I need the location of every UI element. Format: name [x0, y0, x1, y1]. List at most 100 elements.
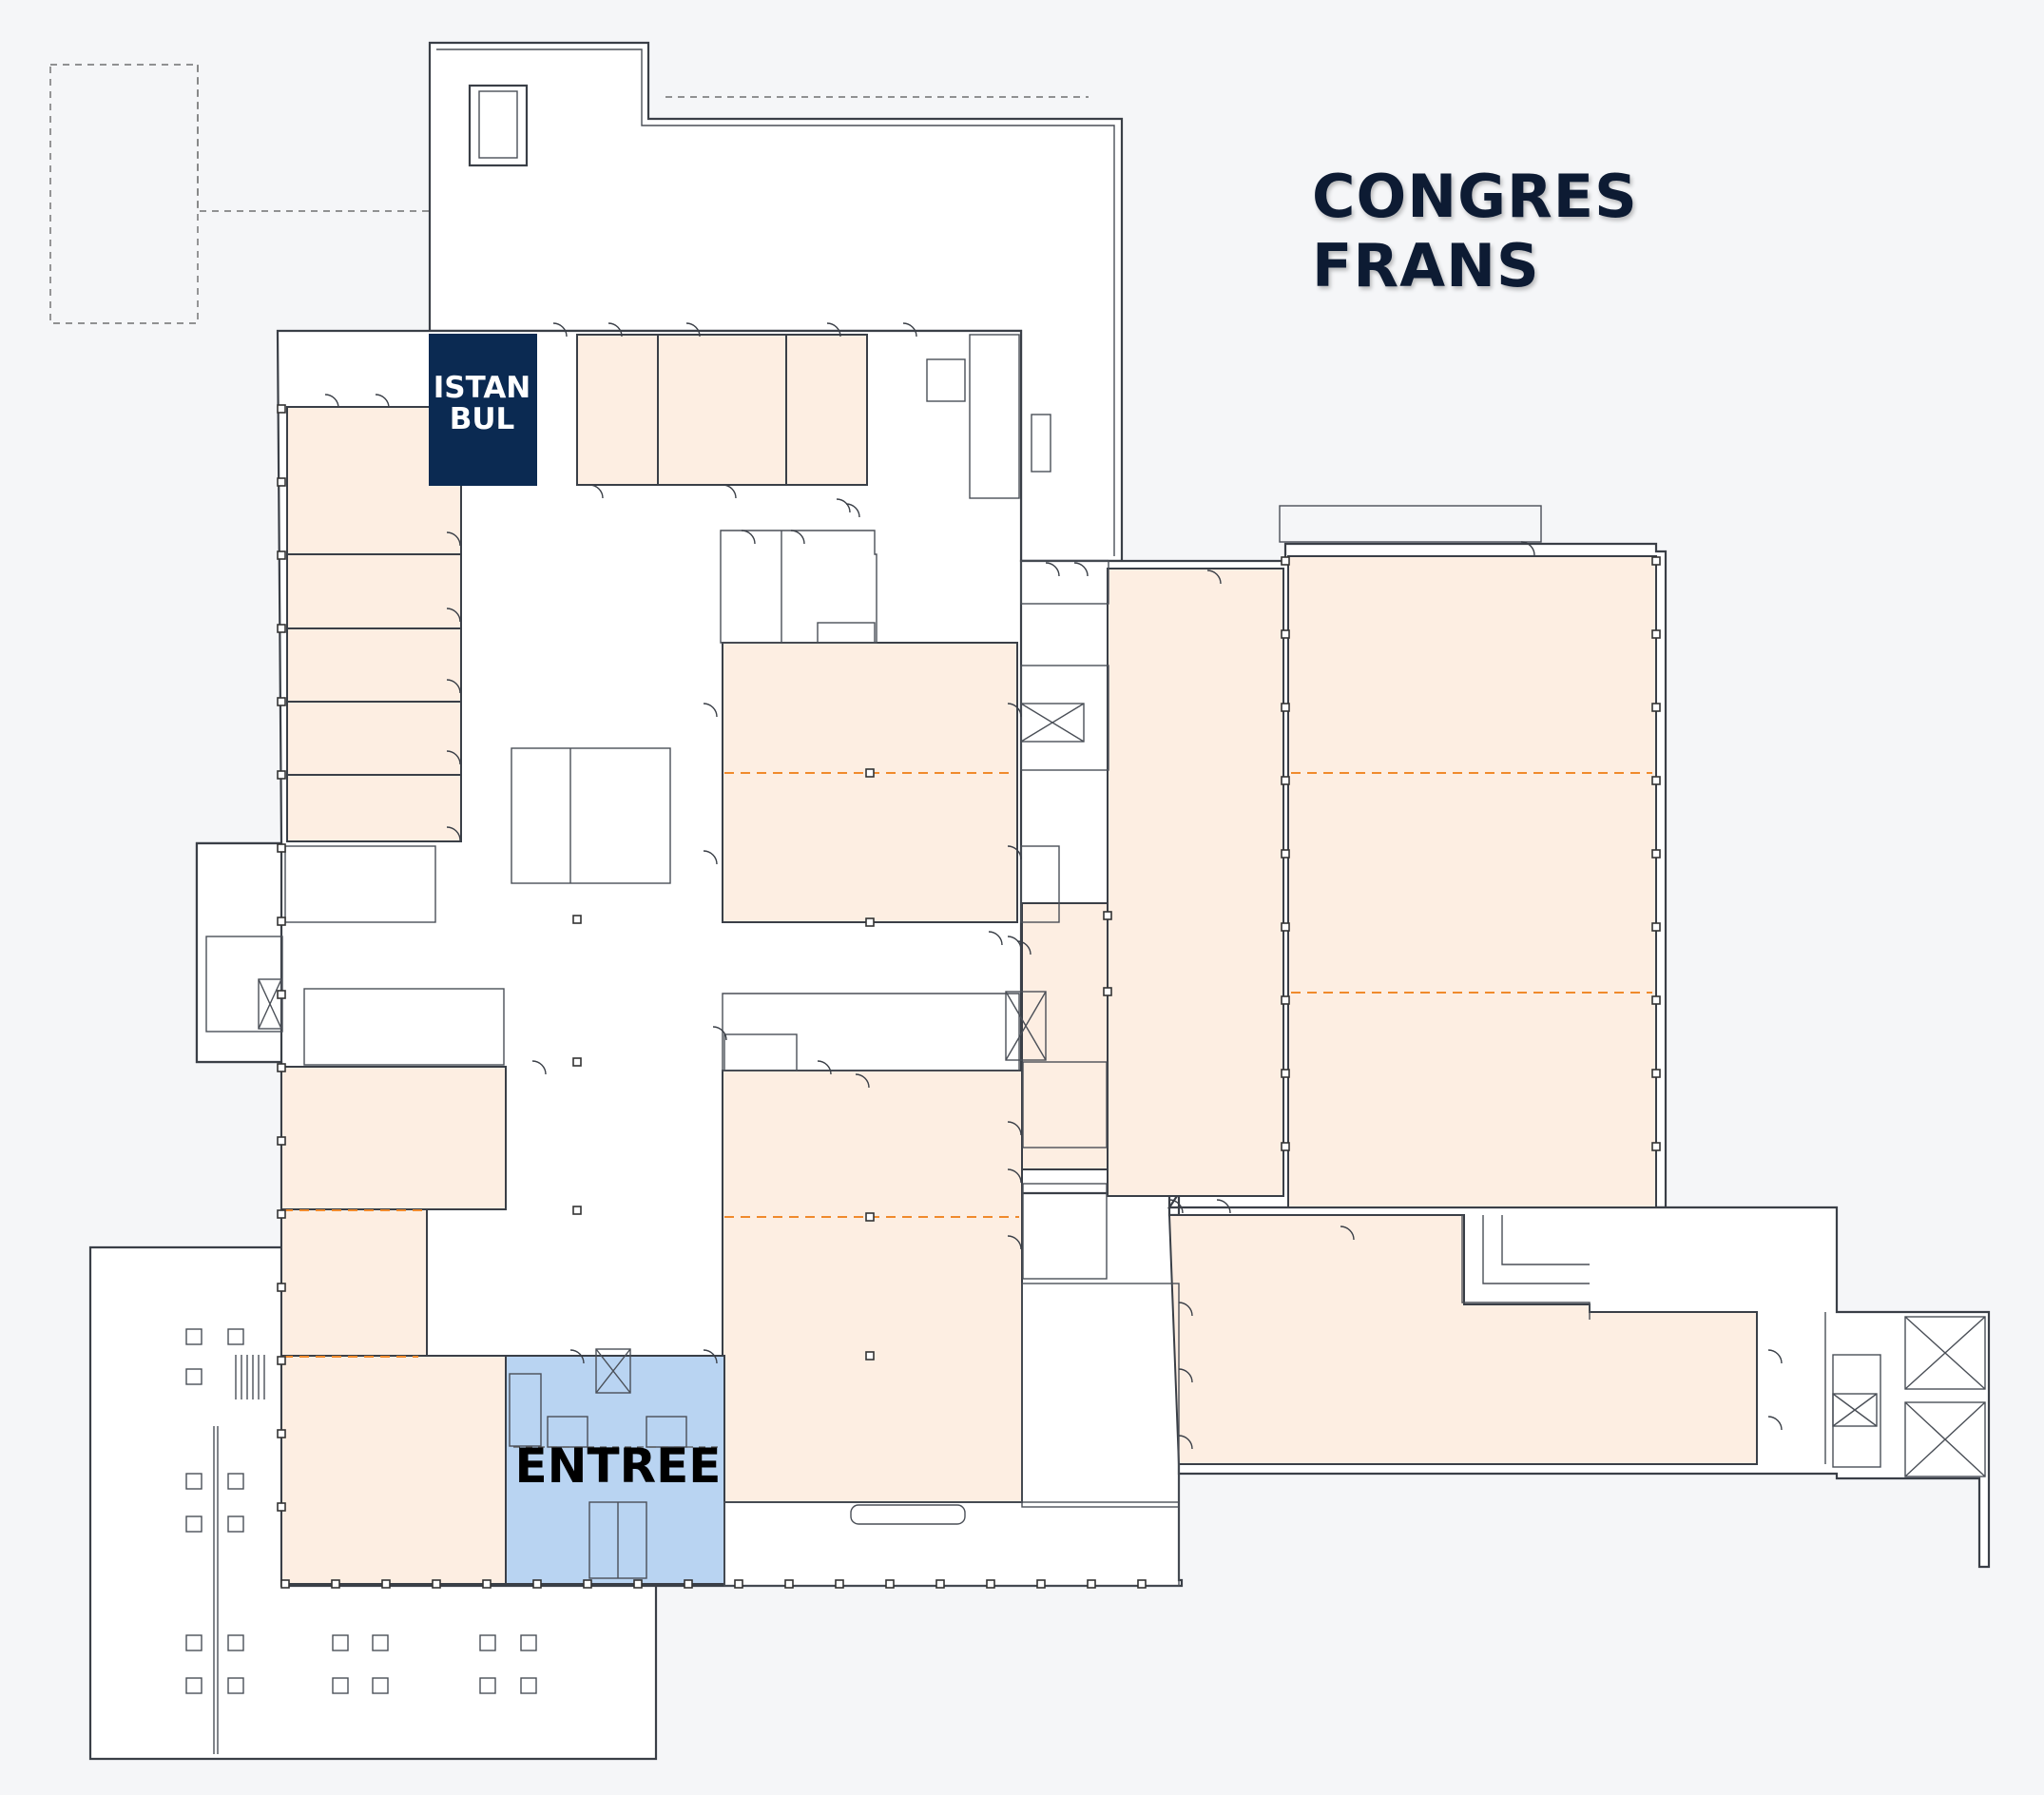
door-swing	[988, 931, 1003, 946]
door-swing	[1206, 569, 1222, 585]
column	[1281, 995, 1290, 1005]
column	[331, 1579, 340, 1589]
door-swing	[1007, 936, 1022, 951]
door-swing	[375, 394, 390, 409]
column	[1651, 922, 1661, 932]
column	[865, 1212, 875, 1222]
column	[1137, 1579, 1147, 1589]
entrance-label[interactable]: ENTREE	[514, 1438, 722, 1494]
door-swing	[446, 679, 461, 694]
door-swing	[446, 608, 461, 623]
door-swing	[324, 394, 339, 409]
planter	[520, 1677, 537, 1694]
door-swing	[703, 703, 718, 718]
column	[865, 768, 875, 778]
door-swings	[324, 322, 1783, 1450]
column	[277, 1429, 286, 1438]
column	[1103, 987, 1112, 996]
door-swing	[1007, 1121, 1022, 1136]
column	[1281, 776, 1290, 785]
column	[1651, 1069, 1661, 1078]
planter	[185, 1368, 202, 1385]
column	[1281, 629, 1290, 639]
column	[1281, 922, 1290, 932]
column	[1651, 1142, 1661, 1151]
column	[684, 1579, 693, 1589]
column	[277, 697, 286, 706]
door-swing	[1007, 1235, 1022, 1250]
planter	[332, 1634, 349, 1651]
column	[1087, 1579, 1096, 1589]
planter	[227, 1473, 244, 1490]
column	[381, 1579, 391, 1589]
door-swing	[1045, 562, 1060, 577]
structural-columns	[277, 404, 1661, 1589]
planter	[227, 1634, 244, 1651]
terrace-planters	[185, 1328, 537, 1694]
door-swing	[1016, 940, 1032, 955]
column	[277, 843, 286, 853]
column	[1281, 556, 1290, 566]
column	[1281, 1069, 1290, 1078]
planter	[372, 1634, 389, 1651]
column	[583, 1579, 592, 1589]
door-swing	[685, 322, 701, 338]
column	[1651, 703, 1661, 712]
map-title: CONGRES FRANS	[1312, 162, 1638, 300]
door-swing	[1767, 1349, 1783, 1364]
column	[482, 1579, 492, 1589]
door-swing	[1178, 1302, 1193, 1317]
planter	[332, 1677, 349, 1694]
door-swing	[1178, 1435, 1193, 1450]
door-swing	[1767, 1416, 1783, 1431]
planter	[227, 1328, 244, 1345]
column	[572, 915, 582, 924]
door-swing	[1007, 845, 1022, 860]
planter	[227, 1515, 244, 1533]
door-swing	[722, 484, 737, 499]
column	[280, 1579, 290, 1589]
door-swing	[446, 750, 461, 765]
istanbul-label[interactable]: ISTAN BUL	[430, 373, 534, 434]
column	[277, 1356, 286, 1365]
door-swing	[826, 322, 841, 338]
column	[277, 477, 286, 487]
column	[277, 550, 286, 560]
column	[1281, 849, 1290, 859]
door-swing	[836, 498, 851, 513]
door-swing	[855, 1073, 870, 1089]
door-swing	[817, 1060, 832, 1075]
door-swing	[741, 530, 756, 545]
door-swing	[531, 1060, 547, 1075]
door-swing	[703, 1349, 718, 1364]
column	[532, 1579, 542, 1589]
column	[432, 1579, 441, 1589]
door-swing	[1007, 1168, 1022, 1184]
column	[277, 1502, 286, 1512]
door-swing	[902, 322, 917, 338]
column	[865, 917, 875, 927]
entrance-area[interactable]	[505, 1355, 725, 1585]
door-swing	[703, 850, 718, 865]
column	[277, 1283, 286, 1292]
door-swing	[446, 531, 461, 547]
planter	[185, 1677, 202, 1694]
column	[865, 1351, 875, 1361]
column	[277, 404, 286, 414]
door-swing	[1216, 1199, 1231, 1214]
column	[572, 1057, 582, 1067]
door-swing	[845, 503, 860, 518]
dashed-terrace	[49, 64, 1089, 324]
column	[277, 1063, 286, 1072]
column	[1281, 1142, 1290, 1151]
planter	[479, 1634, 496, 1651]
interior-walls	[195, 334, 1591, 1587]
istanbul-room[interactable]	[429, 334, 537, 486]
door-swing	[552, 322, 568, 338]
column	[1651, 629, 1661, 639]
door-swing	[607, 322, 623, 338]
meeting-rooms	[280, 334, 1758, 1585]
planter	[227, 1677, 244, 1694]
column	[986, 1579, 995, 1589]
